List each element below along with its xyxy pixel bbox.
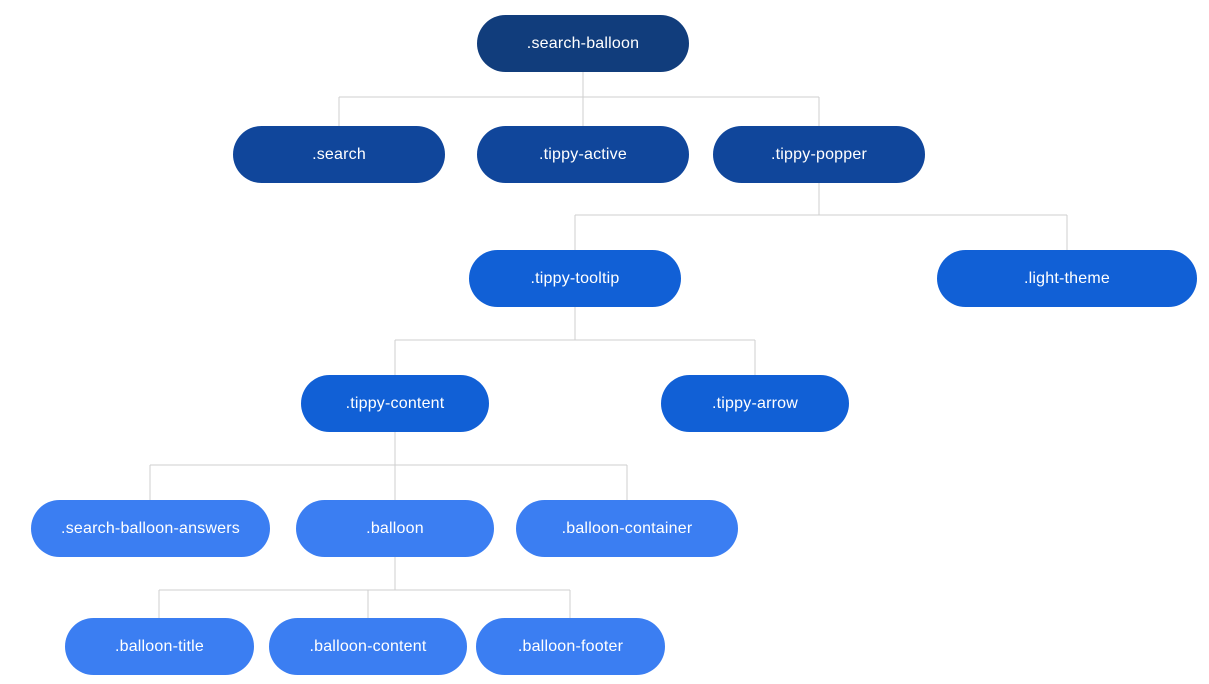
- node-light-theme: .light-theme: [937, 250, 1197, 307]
- node-tippy-active: .tippy-active: [477, 126, 689, 183]
- node-balloon-container: .balloon-container: [516, 500, 738, 557]
- connector-tippy-content-children: [149, 432, 628, 500]
- node-balloon-title: .balloon-title: [65, 618, 254, 675]
- connector-tippy-tooltip-children: [394, 307, 756, 375]
- node-tippy-content: .tippy-content: [301, 375, 489, 432]
- connector-tippy-popper-children: [574, 183, 1068, 250]
- node-balloon-content: .balloon-content: [269, 618, 467, 675]
- node-search: .search: [233, 126, 445, 183]
- node-tippy-arrow: .tippy-arrow: [661, 375, 849, 432]
- connector-search-balloon-children: [338, 72, 820, 126]
- node-balloon-footer: .balloon-footer: [476, 618, 665, 675]
- node-search-balloon: .search-balloon: [477, 15, 689, 72]
- node-balloon: .balloon: [296, 500, 494, 557]
- node-tippy-popper: .tippy-popper: [713, 126, 925, 183]
- node-tippy-tooltip: .tippy-tooltip: [469, 250, 681, 307]
- connector-balloon-children: [158, 557, 571, 618]
- node-search-balloon-answers: .search-balloon-answers: [31, 500, 270, 557]
